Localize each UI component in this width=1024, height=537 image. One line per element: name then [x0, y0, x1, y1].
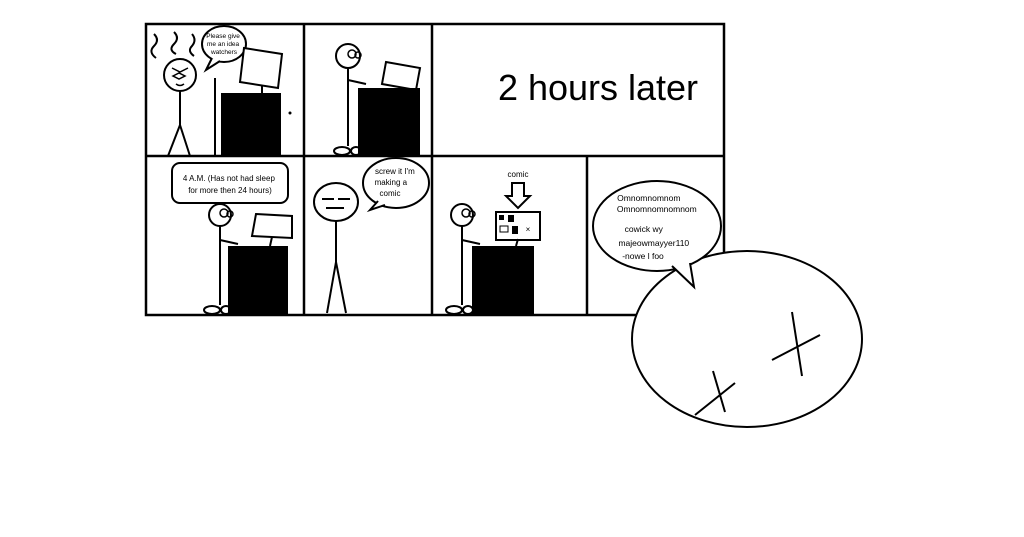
svg-text:4 A.M. (Has not had sleep: 4 A.M. (Has not had sleep for more then …	[183, 174, 277, 195]
bubble-1-line-3: watchers	[210, 49, 238, 56]
bubble-7-line-3: cowick wy	[625, 224, 664, 234]
panel-4: 4 A.M. (Has not had sleep for more then …	[171, 162, 293, 315]
caption-4-line-2: for more then 24 hours)	[188, 186, 272, 195]
panel-borders	[144, 22, 726, 317]
stick-figure	[333, 43, 367, 156]
stink-lines	[150, 31, 196, 59]
computer-1	[214, 46, 292, 156]
sleeping-face	[631, 250, 863, 428]
bubble-5-line-2: making a	[375, 178, 408, 187]
bubble-1-line-2: me an idea	[207, 41, 240, 48]
svg-text:Please give me an idea: Please give me an idea watchers	[206, 33, 241, 56]
svg-text:Omnomnomnom Omnomnomno: Omnomnomnom Omnomnomnomnom cowick wy maj…	[617, 193, 699, 261]
bubble-5-line-1: screw it I'm	[375, 167, 415, 176]
stick-figure	[313, 182, 359, 314]
speech-bubble-5: screw it I'm making a comic	[362, 157, 430, 213]
stick-figure	[163, 58, 197, 157]
panel-1: Please give me an idea watchers	[150, 25, 292, 157]
bubble-5-line-3: comic	[380, 189, 401, 198]
panel-7: Omnomnomnom Omnomnomnomnom cowick wy maj…	[592, 180, 863, 428]
panel-6: comic ×	[445, 170, 541, 315]
comic-label: comic	[508, 170, 529, 179]
bubble-1-line-1: Please give	[206, 33, 240, 40]
stick-figure	[203, 203, 239, 315]
computer-6: ×	[472, 211, 541, 315]
panel-3: 2 hours later	[498, 67, 698, 108]
computer-2	[358, 60, 422, 156]
computer-4	[228, 212, 293, 315]
svg-text:×: ×	[526, 225, 531, 234]
bubble-7-line-4: majeowmayyer110	[618, 238, 689, 248]
svg-text:screw it I'm making a: screw it I'm making a comic	[375, 167, 417, 198]
panel-2	[333, 43, 422, 156]
caption-2-hours-later: 2 hours later	[498, 67, 698, 108]
bubble-7-line-2: Omnomnomnomnom	[617, 204, 697, 214]
speech-bubble-1: Please give me an idea watchers	[201, 25, 247, 73]
caption-box: 4 A.M. (Has not had sleep for more then …	[171, 162, 289, 204]
bubble-7-line-1: Omnomnomnom	[617, 193, 680, 203]
speech-bubble-7: Omnomnomnom Omnomnomnomnom cowick wy maj…	[592, 180, 722, 290]
caption-4-line-1: 4 A.M. (Has not had sleep	[183, 174, 276, 183]
panel-5: screw it I'm making a comic	[313, 157, 430, 314]
bubble-7-line-5: -nowe l foo	[622, 251, 664, 261]
down-arrow-icon	[503, 182, 533, 210]
